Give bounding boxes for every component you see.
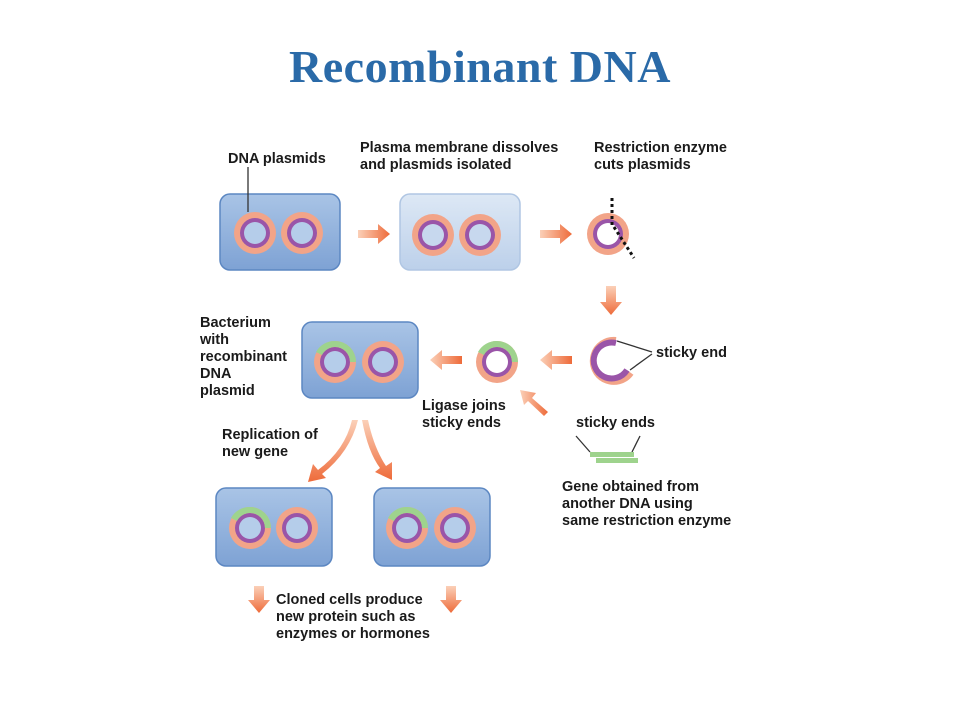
recombinant-plasmid-ring: [229, 506, 271, 549]
cut-line-diagonal: [612, 226, 636, 259]
cloned-cell-right: [373, 487, 491, 567]
arrow-diagonal-icon: [520, 390, 548, 416]
label-gene-line-1: Gene obtained from: [562, 479, 699, 495]
plasmid-ring: [276, 507, 318, 549]
label-replication-line-1: Replication of: [222, 427, 318, 443]
label-gene-line-3: same restriction enzyme: [562, 513, 731, 529]
label-cloned-line-3: enzymes or hormones: [276, 626, 430, 642]
sticky-end-pointer-line: [616, 340, 653, 353]
replication-arrows: [308, 420, 392, 482]
label-restriction-line-1: Restriction enzyme: [594, 140, 727, 156]
opened-plasmid: [589, 336, 634, 385]
label-bacterium-line-1: Bacterium: [200, 315, 271, 331]
plasmid-ring: [459, 214, 501, 256]
label-cloned-line-2: new protein such as: [276, 609, 415, 625]
sticky-end-pointer-line: [629, 353, 653, 371]
label-membrane-line-2: and plasmids isolated: [360, 157, 512, 173]
cloned-cell-left: [215, 487, 333, 567]
sticky-ends-pointer-line: [575, 435, 591, 453]
recombinant-plasmid-ring: [386, 506, 428, 549]
arrow-left-icon: [540, 350, 572, 370]
inserted-gene-segment: [497, 341, 518, 362]
bacterium-cell-original: [219, 193, 341, 271]
plasmid-ring: [234, 212, 276, 254]
gene-fragment: [590, 452, 638, 463]
label-bacterium-line-3: recombinant: [200, 349, 287, 365]
label-bacterium-line-2: with: [199, 332, 229, 348]
arrow-down-icon: [600, 286, 622, 315]
label-replication-line-2: new gene: [222, 444, 288, 460]
curved-arrow-right-icon: [362, 420, 392, 480]
page-title: Recombinant DNA: [289, 41, 671, 92]
label-cloned-line-1: Cloned cells produce: [276, 592, 423, 608]
label-sticky-ends: sticky ends: [576, 415, 655, 431]
arrow-right-icon: [358, 224, 390, 244]
plasmid-ring: [412, 214, 454, 256]
label-bacterium-line-5: plasmid: [200, 383, 255, 399]
label-restriction-line-2: cuts plasmids: [594, 157, 691, 173]
label-bacterium-line-4: DNA: [200, 366, 232, 382]
inserted-gene-segment: [478, 340, 497, 355]
arrow-down-icon: [440, 586, 462, 613]
arrow-right-icon: [540, 224, 572, 244]
arrow-left-icon: [430, 350, 462, 370]
plasmid-being-cut: [587, 198, 636, 259]
arrow-down-icon: [248, 586, 270, 613]
recombinant-plasmid-ring: [314, 340, 356, 383]
label-ligase-line-1: Ligase joins: [422, 398, 506, 414]
label-membrane-line-1: Plasma membrane dissolves: [360, 140, 558, 156]
label-ligase-line-2: sticky ends: [422, 415, 501, 431]
curved-arrow-left-icon: [308, 420, 358, 482]
dissolved-membrane-cell: [399, 193, 521, 271]
recombinant-bacterium-cell: [301, 321, 419, 399]
plasmid-ring: [281, 212, 323, 254]
plasmid-ring: [434, 507, 476, 549]
plasmid-ring: [362, 341, 404, 383]
label-sticky-end: sticky end: [656, 345, 727, 361]
label-gene-line-2: another DNA using: [562, 496, 693, 512]
label-dna-plasmids: DNA plasmids: [228, 151, 326, 167]
recombinant-plasmid: [476, 340, 518, 383]
sticky-ends-pointer-line: [631, 435, 641, 453]
